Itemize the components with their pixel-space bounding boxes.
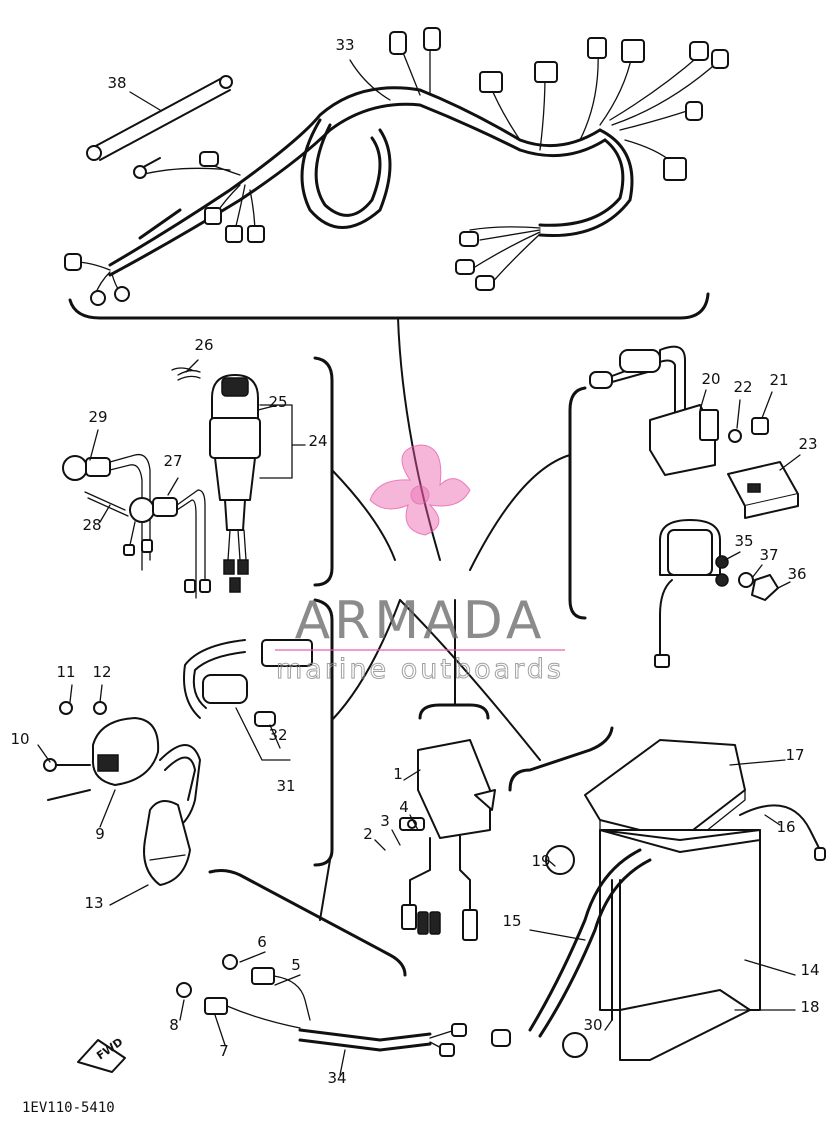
wire-harness <box>64 27 729 306</box>
callout-9: 9 <box>95 825 105 843</box>
callout-16: 16 <box>776 818 795 836</box>
rectifier-group <box>469 345 799 620</box>
callout-1: 1 <box>393 765 403 783</box>
drawing-code: 1EV110-5410 <box>22 1100 115 1116</box>
callout-22: 22 <box>733 378 752 396</box>
callout-leaders <box>37 59 801 1076</box>
callout-37: 37 <box>759 546 778 564</box>
callout-2: 2 <box>363 825 373 843</box>
callout-5: 5 <box>291 956 301 974</box>
callout-20: 20 <box>701 370 720 388</box>
callout-31: 31 <box>276 777 295 795</box>
harness-bracket <box>68 292 710 561</box>
callout-23: 23 <box>798 435 817 453</box>
callout-8: 8 <box>169 1016 179 1034</box>
stop-switch-group <box>62 367 211 599</box>
callout-35: 35 <box>734 532 753 550</box>
starter-relay-group <box>654 519 779 668</box>
callout-7: 7 <box>219 1042 229 1060</box>
callout-33: 33 <box>335 36 354 54</box>
callout-13: 13 <box>84 894 103 912</box>
callout-24: 24 <box>308 432 327 450</box>
callout-11: 11 <box>56 663 75 681</box>
callout-36: 36 <box>787 565 806 583</box>
callout-29: 29 <box>88 408 107 426</box>
cdi-unit-group <box>399 599 496 941</box>
callout-19: 19 <box>531 852 550 870</box>
callout-12: 12 <box>92 663 111 681</box>
callout-6: 6 <box>257 933 267 951</box>
sensor-group <box>77 859 467 1073</box>
callout-34: 34 <box>327 1069 346 1087</box>
callout-30: 30 <box>583 1016 602 1034</box>
callout-17: 17 <box>785 746 804 764</box>
main-switch-group <box>177 356 396 593</box>
callout-28: 28 <box>82 516 101 534</box>
watermark-title: ARMADA <box>295 591 546 651</box>
callout-15: 15 <box>502 912 521 930</box>
ignition-coil-group <box>183 598 401 867</box>
callout-3: 3 <box>380 812 390 830</box>
watermark-subtitle: marine outboards <box>276 654 564 685</box>
callout-18: 18 <box>800 998 819 1016</box>
battery-strap <box>86 75 233 179</box>
callout-25: 25 <box>268 393 287 411</box>
callout-32: 32 <box>268 726 287 744</box>
callout-14: 14 <box>800 961 819 979</box>
callout-4: 4 <box>399 798 409 816</box>
watermark: ARMADA marine outboards <box>275 444 565 686</box>
callout-38: 38 <box>107 74 126 92</box>
pickup-coil-group <box>43 701 201 886</box>
battery-group <box>399 599 826 1061</box>
callout-21: 21 <box>769 371 788 389</box>
callout-26: 26 <box>194 336 213 354</box>
callout-27: 27 <box>163 452 182 470</box>
watermark-logo-icon <box>369 444 471 536</box>
callout-10: 10 <box>10 730 29 748</box>
